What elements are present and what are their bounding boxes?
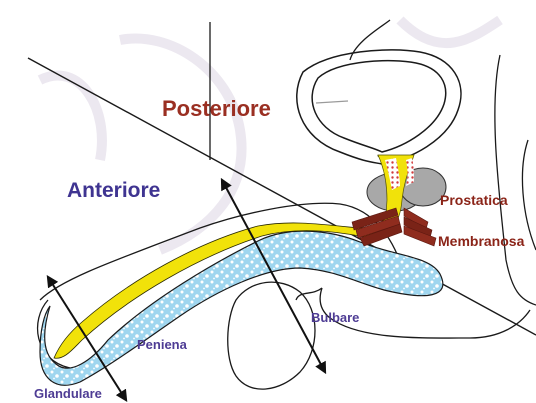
- bladder-scan-mark: [316, 101, 348, 103]
- anteriore-label: Anteriore: [67, 179, 160, 202]
- prostatica-label: Prostatica: [440, 192, 508, 208]
- bladder: [297, 50, 461, 164]
- posteriore-label: Posteriore: [162, 96, 271, 121]
- bulbare-label: Bulbare: [311, 310, 359, 325]
- membranosa-label: Membranosa: [438, 233, 525, 249]
- peniena-label: Peniena: [137, 337, 188, 352]
- glandulare-label: Glandulare: [34, 386, 102, 401]
